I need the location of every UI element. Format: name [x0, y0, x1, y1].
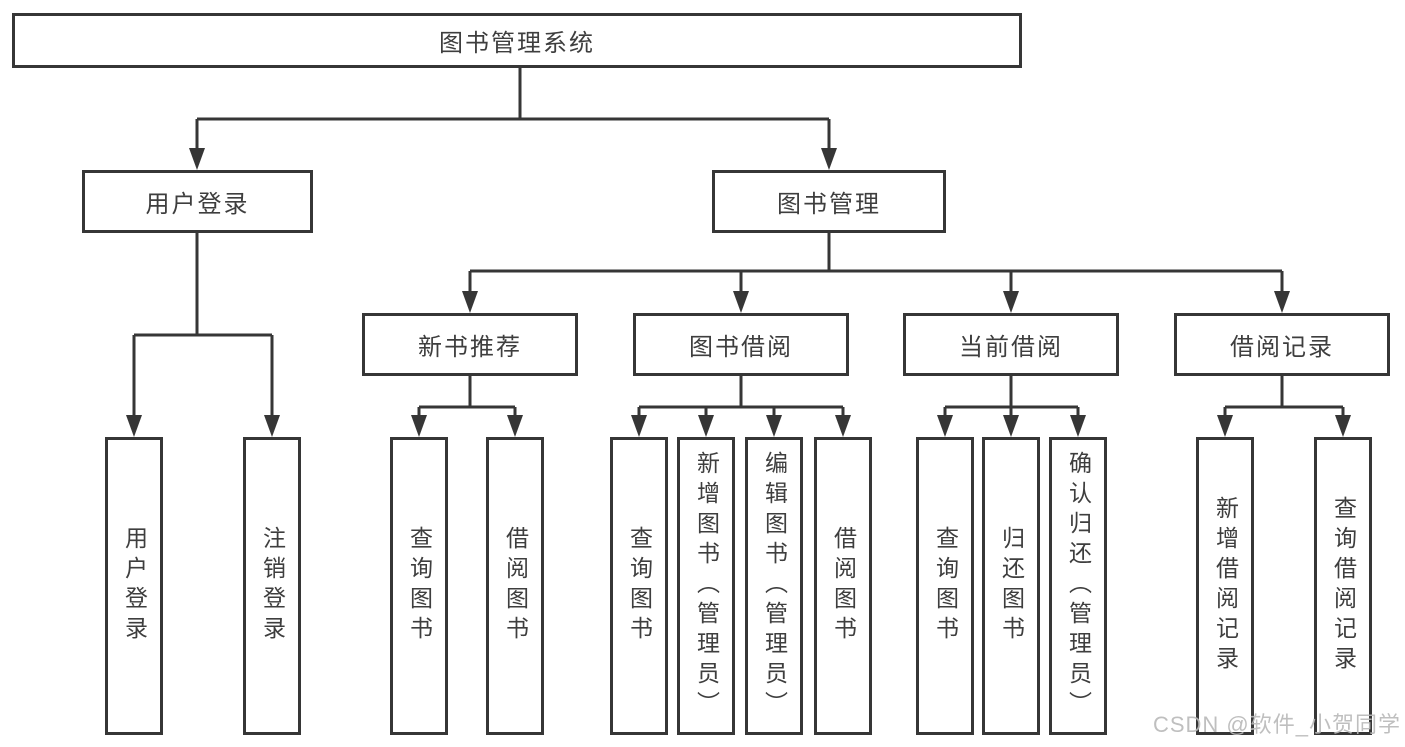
leaf-label: 借阅图书 — [830, 526, 857, 646]
leaf-logout: 注销登录 — [243, 437, 301, 735]
leaf-return-books: 归还图书 — [982, 437, 1040, 735]
connector-recommend-split — [417, 376, 517, 419]
leaf-label: 编辑图书（管理员） — [761, 451, 788, 721]
arrowhead-icon — [1003, 415, 1019, 437]
leaf-label: 新增图书（管理员） — [693, 451, 720, 721]
node-label: 图书借阅 — [689, 334, 793, 361]
arrowhead-icon — [821, 148, 837, 170]
node-book-management-system: 图书管理系统 — [12, 13, 1022, 68]
node-borrowing-records: 借阅记录 — [1174, 313, 1390, 376]
connector-records-split — [1223, 376, 1345, 419]
node-label: 借阅记录 — [1230, 334, 1334, 361]
leaf-edit-books-admin: 编辑图书（管理员） — [745, 437, 803, 735]
arrowhead-icon — [126, 415, 142, 437]
node-label: 用户登录 — [145, 191, 250, 218]
leaf-query-books: 查询图书 — [390, 437, 448, 735]
node-label: 新书推荐 — [418, 334, 522, 361]
node-new-book-recommendation: 新书推荐 — [362, 313, 578, 376]
arrowhead-icon — [462, 291, 478, 313]
leaf-label: 归还图书 — [998, 526, 1025, 646]
leaf-label: 查询图书 — [932, 526, 959, 646]
arrowhead-icon — [1070, 415, 1086, 437]
arrowhead-icon — [189, 148, 205, 170]
node-label: 图书管理系统 — [439, 30, 595, 57]
leaf-confirm-return-admin: 确认归还（管理员） — [1049, 437, 1107, 735]
connector-current-split — [943, 376, 1080, 419]
arrowhead-icon — [1274, 291, 1290, 313]
arrowhead-icon — [937, 415, 953, 437]
leaf-query-books: 查询图书 — [916, 437, 974, 735]
connector-user-login-split — [132, 233, 274, 419]
connector-book-mgmt-split — [468, 233, 1284, 295]
leaf-label: 查询图书 — [626, 526, 653, 646]
arrowhead-icon — [766, 415, 782, 437]
arrowhead-icon — [507, 415, 523, 437]
connector-borrow-split — [637, 376, 845, 419]
node-label: 当前借阅 — [959, 334, 1063, 361]
node-book-management: 图书管理 — [712, 170, 946, 233]
leaf-label: 查询借阅记录 — [1330, 496, 1357, 676]
arrowhead-icon — [1335, 415, 1351, 437]
arrowhead-icon — [1003, 291, 1019, 313]
connector-root-split — [195, 68, 831, 152]
leaf-label: 借阅图书 — [502, 526, 529, 646]
arrowhead-icon — [264, 415, 280, 437]
arrowhead-icon — [835, 415, 851, 437]
leaf-borrow-books: 借阅图书 — [486, 437, 544, 735]
arrowhead-icon — [1217, 415, 1233, 437]
leaf-borrow-books: 借阅图书 — [814, 437, 872, 735]
leaf-label: 确认归还（管理员） — [1065, 451, 1092, 721]
leaf-label: 用户登录 — [121, 526, 148, 646]
node-user-login: 用户登录 — [82, 170, 313, 233]
arrowhead-icon — [733, 291, 749, 313]
leaf-label: 查询图书 — [406, 526, 433, 646]
leaf-query-books: 查询图书 — [610, 437, 668, 735]
arrowheads — [126, 148, 1351, 437]
leaf-user-login: 用户登录 — [105, 437, 163, 735]
arrowhead-icon — [631, 415, 647, 437]
leaf-add-borrow-record: 新增借阅记录 — [1196, 437, 1254, 735]
leaf-label: 注销登录 — [259, 526, 286, 646]
leaf-add-books-admin: 新增图书（管理员） — [677, 437, 735, 735]
arrowhead-icon — [698, 415, 714, 437]
leaf-label: 新增借阅记录 — [1212, 496, 1239, 676]
node-current-borrowing: 当前借阅 — [903, 313, 1119, 376]
node-label: 图书管理 — [777, 191, 881, 218]
leaf-query-borrow-record: 查询借阅记录 — [1314, 437, 1372, 735]
node-book-borrowing: 图书借阅 — [633, 313, 849, 376]
watermark: CSDN @软件_小贺同学 — [1152, 712, 1401, 737]
arrowhead-icon — [411, 415, 427, 437]
